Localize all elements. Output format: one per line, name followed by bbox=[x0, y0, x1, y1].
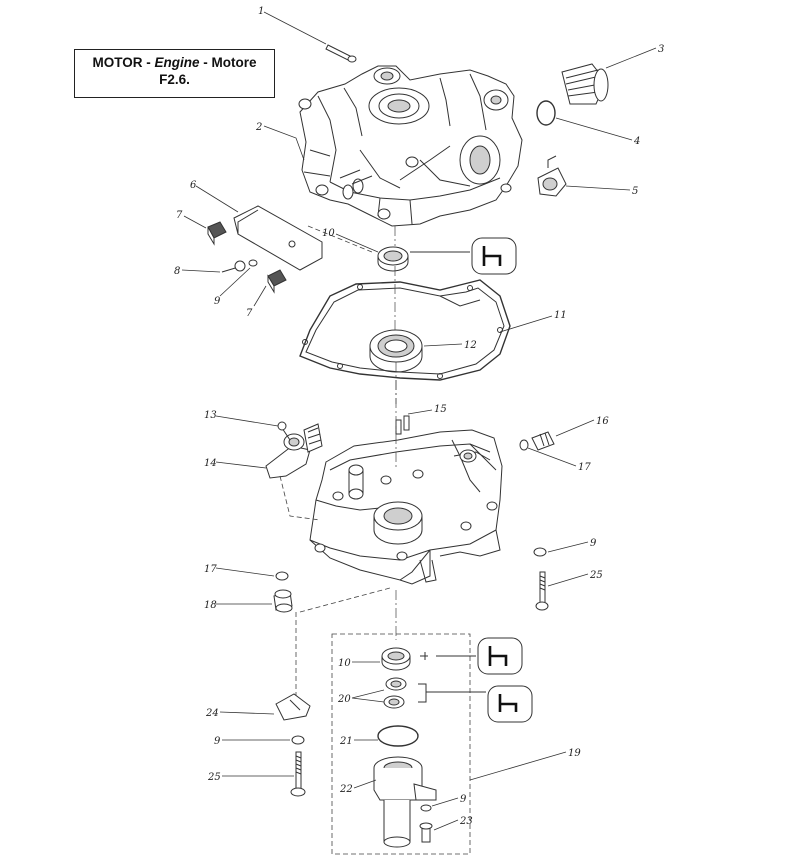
callout-12: 12 bbox=[464, 340, 477, 351]
seal-detail-upper bbox=[410, 237, 517, 275]
callout-19: 19 bbox=[568, 748, 581, 759]
part-17-washer-left bbox=[275, 571, 289, 581]
part-9-washer-right bbox=[533, 547, 547, 557]
diagram-title-box: MOTOR - Engine - Motore F2.6. bbox=[74, 49, 275, 98]
part-10-oil-seal-lower bbox=[381, 647, 411, 671]
callout-17: 17 bbox=[578, 462, 591, 473]
part-14-bracket bbox=[265, 423, 323, 479]
figure-code: F2.6. bbox=[159, 72, 190, 87]
callout-15: 15 bbox=[434, 404, 447, 415]
callout-7: 7 bbox=[246, 308, 253, 319]
callout-14: 14 bbox=[204, 458, 217, 469]
title-motore: - Motore bbox=[199, 55, 257, 70]
part-25-bolt-right bbox=[535, 571, 549, 611]
callout-9: 9 bbox=[214, 296, 221, 307]
callout-24: 24 bbox=[205, 708, 219, 719]
seal-detail-lower-1 bbox=[420, 637, 523, 675]
callout-7: 7 bbox=[176, 210, 183, 221]
seal-detail-lower-2 bbox=[418, 683, 533, 723]
crankcase-cover bbox=[298, 65, 523, 227]
callout-4: 4 bbox=[633, 136, 640, 147]
callout-21: 21 bbox=[339, 736, 353, 747]
part-5-fitting bbox=[537, 155, 567, 197]
callout-25: 25 bbox=[589, 570, 603, 581]
callout-6: 6 bbox=[190, 180, 197, 191]
part-18-plug bbox=[273, 589, 293, 613]
callout-16: 16 bbox=[596, 416, 609, 427]
title-line: MOTOR - Engine - Motore bbox=[75, 55, 274, 70]
callout-9: 9 bbox=[214, 736, 221, 747]
callout-10: 10 bbox=[338, 658, 351, 669]
callout-10: 10 bbox=[322, 228, 335, 239]
part-4-o-ring bbox=[536, 100, 556, 126]
part-9-washer-upper bbox=[248, 259, 258, 267]
callout-5: 5 bbox=[632, 186, 638, 197]
callout-23: 23 bbox=[459, 816, 473, 827]
part-9-washer-lower bbox=[420, 804, 432, 812]
part-7-pad-upper bbox=[207, 221, 227, 246]
part-1-bolt bbox=[325, 44, 357, 63]
part-11-gasket bbox=[299, 279, 511, 381]
part-9-washer-left bbox=[291, 735, 305, 745]
callout-17: 17 bbox=[204, 564, 217, 575]
part-20-bearings bbox=[383, 677, 407, 709]
part-3-filler-cap bbox=[561, 63, 609, 105]
part-10-oil-seal-upper bbox=[377, 246, 409, 272]
callout-9: 9 bbox=[460, 794, 467, 805]
title-motor: MOTOR - bbox=[92, 55, 155, 70]
callout-18: 18 bbox=[204, 600, 217, 611]
part-7-pad-lower bbox=[267, 269, 287, 294]
crankcase bbox=[309, 429, 503, 585]
part-17-washer-upper bbox=[519, 439, 529, 451]
part-6-plate bbox=[233, 205, 323, 271]
leader-lines bbox=[181, 11, 657, 831]
part-19-assembly-group bbox=[331, 633, 471, 855]
callout-1: 1 bbox=[258, 6, 264, 17]
callout-13: 13 bbox=[204, 410, 217, 421]
callout-25: 25 bbox=[207, 772, 221, 783]
callout-numbers: 1 2 3 4 5 6 7 8 9 7 10 11 12 13 14 15 16… bbox=[174, 6, 664, 827]
callout-2: 2 bbox=[255, 122, 262, 133]
part-23-screw bbox=[419, 822, 433, 843]
part-13-bolt bbox=[277, 421, 291, 441]
callout-8: 8 bbox=[174, 266, 180, 277]
part-24-clip bbox=[275, 693, 311, 721]
part-15-dowel-pins bbox=[395, 415, 410, 435]
part-25-bolt-left bbox=[290, 751, 306, 797]
callout-20: 20 bbox=[337, 694, 351, 705]
callout-3: 3 bbox=[658, 44, 664, 55]
title-engine: Engine bbox=[154, 55, 200, 70]
callout-9: 9 bbox=[590, 538, 597, 549]
callout-22: 22 bbox=[339, 784, 353, 795]
part-8-screw bbox=[221, 260, 246, 273]
part-21-o-ring bbox=[377, 725, 419, 747]
part-22-housing bbox=[373, 756, 437, 848]
part-16-drain-plug bbox=[531, 431, 555, 451]
callout-11: 11 bbox=[554, 310, 567, 321]
